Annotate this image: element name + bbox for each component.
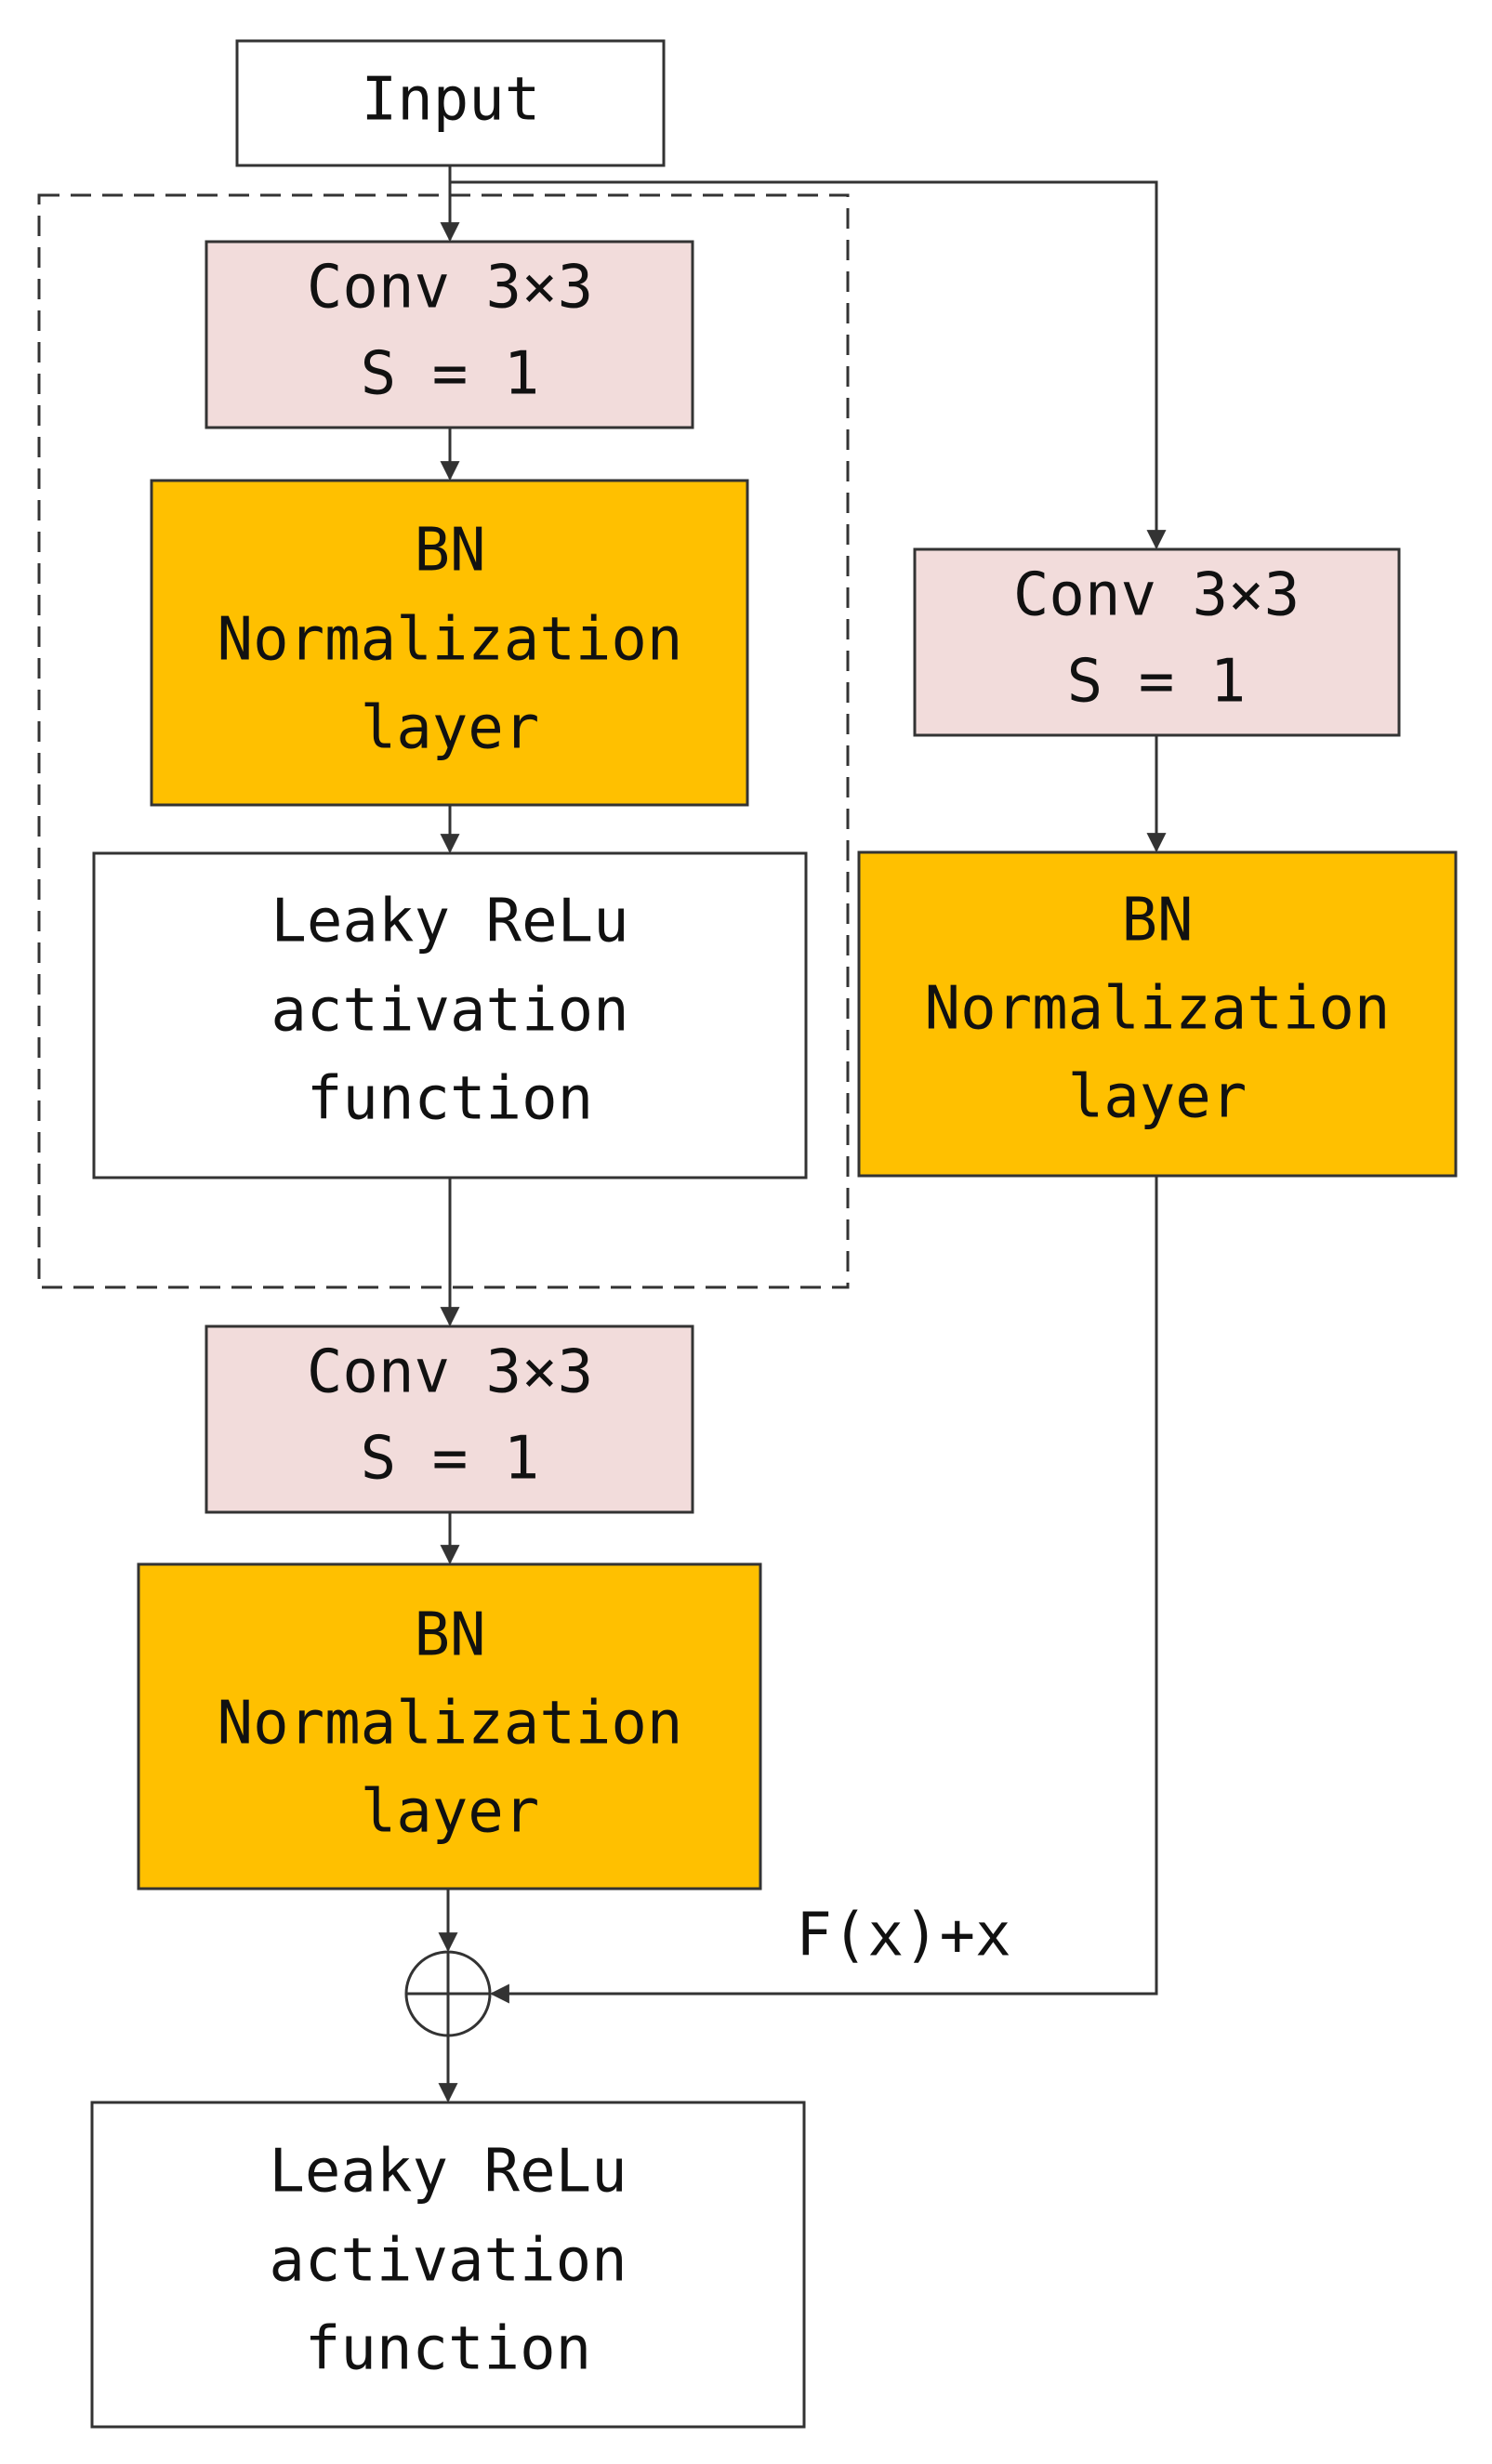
shortcut-conv-node: Conv 3×3 S = 1 bbox=[913, 547, 1401, 737]
input-label: Input bbox=[362, 66, 541, 135]
output-activation-line1: Leaky ReLu bbox=[269, 2138, 627, 2207]
output-activation-line2: activation bbox=[269, 2227, 627, 2296]
main-bn-1-line3: layer bbox=[361, 694, 540, 763]
main-activation-1-line3: function bbox=[307, 1065, 593, 1134]
main-activation-1-line1: Leaky ReLu bbox=[271, 888, 628, 956]
main-bn-1-line2: Normalization bbox=[218, 606, 683, 675]
sum-label: F(x)+x bbox=[796, 1902, 1010, 1970]
shortcut-conv-line1: Conv 3×3 bbox=[1013, 561, 1300, 630]
arrow-input-to-shortcut-conv bbox=[450, 180, 1167, 550]
shortcut-bn-node: BN Normalization layer bbox=[857, 850, 1458, 1178]
main-activation-1-line2: activation bbox=[271, 977, 628, 1046]
shortcut-conv-line2: S = 1 bbox=[1067, 648, 1247, 717]
input-node: Input bbox=[235, 39, 666, 167]
main-bn-1-line1: BN bbox=[414, 517, 485, 586]
main-conv-2-line2: S = 1 bbox=[361, 1425, 540, 1494]
sum-node bbox=[404, 1950, 492, 2037]
main-bn-2-line2: Normalization bbox=[218, 1690, 683, 1759]
output-activation-node: Leaky ReLu activation function bbox=[90, 2101, 806, 2429]
main-bn-2-line3: layer bbox=[361, 1778, 540, 1847]
dashed-group-boundary bbox=[37, 193, 850, 1289]
main-bn-2-line1: BN bbox=[414, 1601, 485, 1670]
main-conv-1-node: Conv 3×3 S = 1 bbox=[205, 240, 694, 429]
main-conv-2-line1: Conv 3×3 bbox=[307, 1338, 593, 1407]
main-bn-2-node: BN Normalization layer bbox=[137, 1562, 762, 1891]
shortcut-bn-line2: Normalization bbox=[925, 975, 1391, 1044]
shortcut-bn-line3: layer bbox=[1068, 1063, 1248, 1132]
arrow-shortcut-bn-to-sum bbox=[489, 1176, 1158, 2004]
output-activation-line3: function bbox=[305, 2315, 591, 2384]
shortcut-bn-line1: BN bbox=[1121, 887, 1193, 955]
main-conv-1-line1: Conv 3×3 bbox=[307, 254, 593, 323]
main-bn-1-node: BN Normalization layer bbox=[150, 479, 749, 807]
main-conv-2-node: Conv 3×3 S = 1 bbox=[205, 1324, 694, 1514]
main-conv-1-line2: S = 1 bbox=[361, 340, 540, 409]
main-activation-1-node: Leaky ReLu activation function bbox=[92, 851, 808, 1179]
